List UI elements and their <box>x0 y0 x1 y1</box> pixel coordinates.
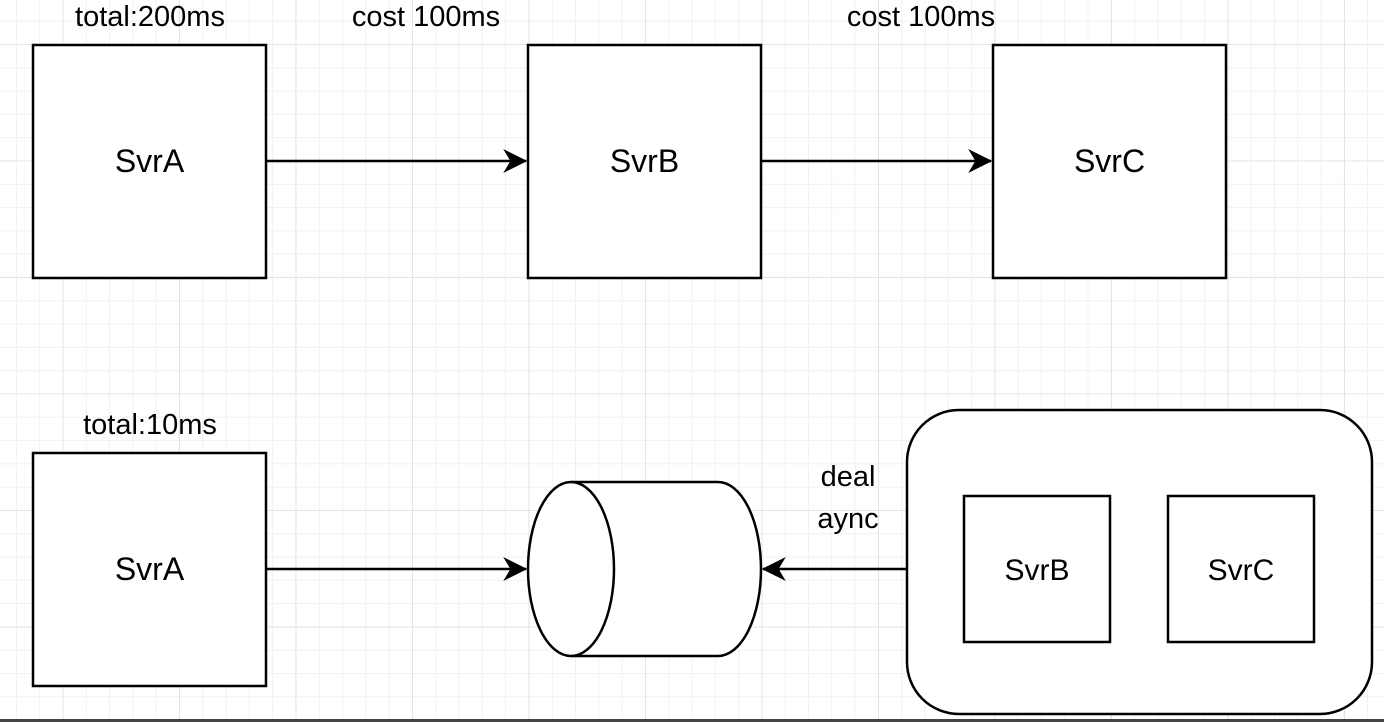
edge-bc-cost-label: cost 100ms <box>847 1 995 33</box>
group-svrb-label: SvrB <box>1004 554 1069 587</box>
top-svra-label: SvrA <box>115 143 185 179</box>
group-svrb-node[interactable]: SvrB <box>962 494 1112 644</box>
bottom-svra-label: SvrA <box>115 551 185 587</box>
bottom-svra-node[interactable]: SvrA <box>31 451 268 688</box>
group-svrc-label: SvrC <box>1208 554 1275 587</box>
group-svrc-node[interactable]: SvrC <box>1166 494 1316 644</box>
edge-deal-label-line2: aync <box>817 503 878 535</box>
top-svrb-node[interactable]: SvrB <box>526 43 763 280</box>
edge-deal-label-line1: deal <box>821 461 876 493</box>
bottom-total-label: total:10ms <box>83 409 217 441</box>
top-svrb-label: SvrB <box>610 143 679 179</box>
top-svrc-label: SvrC <box>1074 143 1145 179</box>
edge-ab-cost-label: cost 100ms <box>352 1 500 33</box>
top-total-label: total:200ms <box>75 1 225 33</box>
top-svra-node[interactable]: SvrA <box>31 43 268 280</box>
message-queue-cylinder[interactable] <box>526 480 763 658</box>
top-svrc-node[interactable]: SvrC <box>991 43 1228 280</box>
